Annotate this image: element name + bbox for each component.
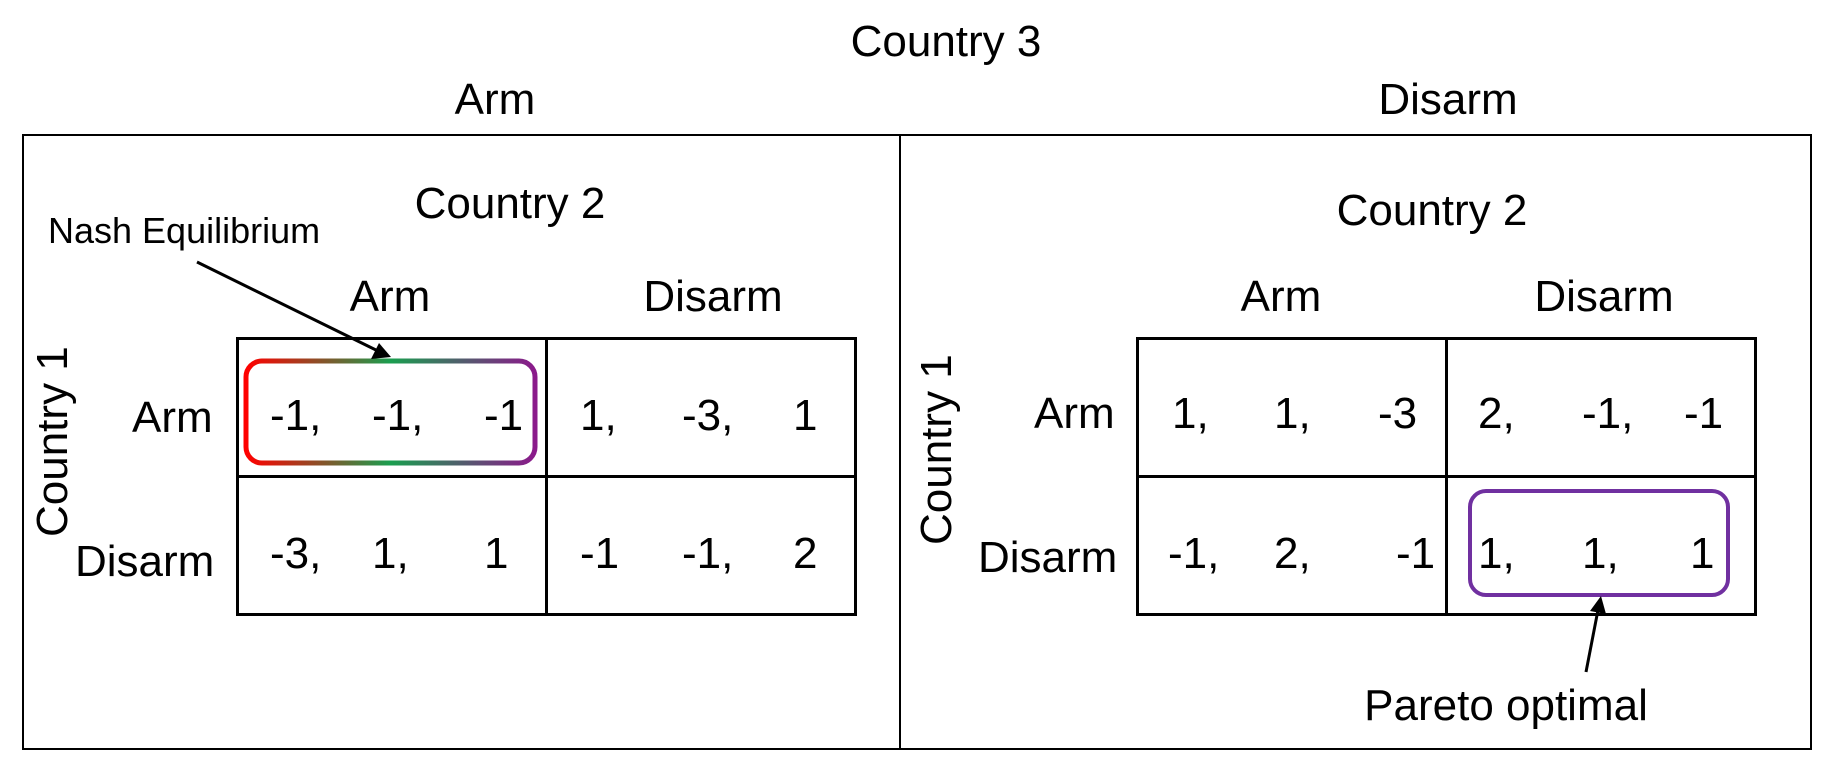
cell-value: -3,: [682, 391, 734, 440]
country3-disarm-label: Disarm: [1378, 75, 1518, 124]
left-country2-label: Country 2: [414, 179, 606, 228]
right-row-disarm-label: Disarm: [978, 533, 1118, 582]
right-col-arm-label: Arm: [1240, 272, 1322, 321]
outer-frame: [22, 134, 1812, 750]
cell-value: 2: [793, 529, 818, 578]
left-matrix-vline: [545, 337, 548, 616]
left-row-arm-label: Arm: [132, 393, 213, 442]
cell-value: -3,: [270, 529, 322, 578]
cell-value: -1: [484, 391, 524, 440]
cell-value: -1,: [1168, 529, 1220, 578]
cell-value: -1,: [1582, 389, 1634, 438]
left-row-disarm-label: Disarm: [75, 537, 215, 586]
right-matrix-vline: [1445, 337, 1448, 616]
cell-value: 1,: [1478, 529, 1515, 578]
cell-value: -1,: [372, 391, 424, 440]
right-country1-label: Country 1: [912, 354, 961, 545]
panel-divider: [899, 134, 901, 750]
cell-value: 1,: [1582, 529, 1619, 578]
country3-arm-label: Arm: [454, 75, 536, 124]
nash-equilibrium-label: Nash Equilibrium: [48, 210, 321, 251]
cell-value: 1: [1690, 529, 1715, 578]
country3-label: Country 3: [850, 17, 1042, 66]
cell-value: 2,: [1274, 529, 1311, 578]
right-row-arm-label: Arm: [1034, 389, 1115, 438]
cell-value: -1,: [270, 391, 322, 440]
cell-value: 1,: [1274, 389, 1311, 438]
cell-value: 2,: [1478, 389, 1515, 438]
cell-value: 1,: [372, 529, 409, 578]
cell-value: 1,: [1172, 389, 1209, 438]
cell-value: 1: [484, 529, 509, 578]
left-col-arm-label: Arm: [349, 272, 431, 321]
right-country2-label: Country 2: [1336, 186, 1528, 235]
cell-value: -1: [580, 529, 620, 578]
cell-value: -1: [1396, 529, 1436, 578]
left-col-disarm-label: Disarm: [643, 272, 783, 321]
pareto-optimal-label: Pareto optimal: [1364, 681, 1648, 730]
left-country1-label: Country 1: [28, 346, 77, 537]
cell-value: 1: [793, 391, 818, 440]
cell-value: 1,: [580, 391, 617, 440]
right-col-disarm-label: Disarm: [1534, 272, 1674, 321]
cell-value: -1,: [682, 529, 734, 578]
cell-value: -1: [1684, 389, 1724, 438]
cell-value: -3: [1378, 389, 1418, 438]
